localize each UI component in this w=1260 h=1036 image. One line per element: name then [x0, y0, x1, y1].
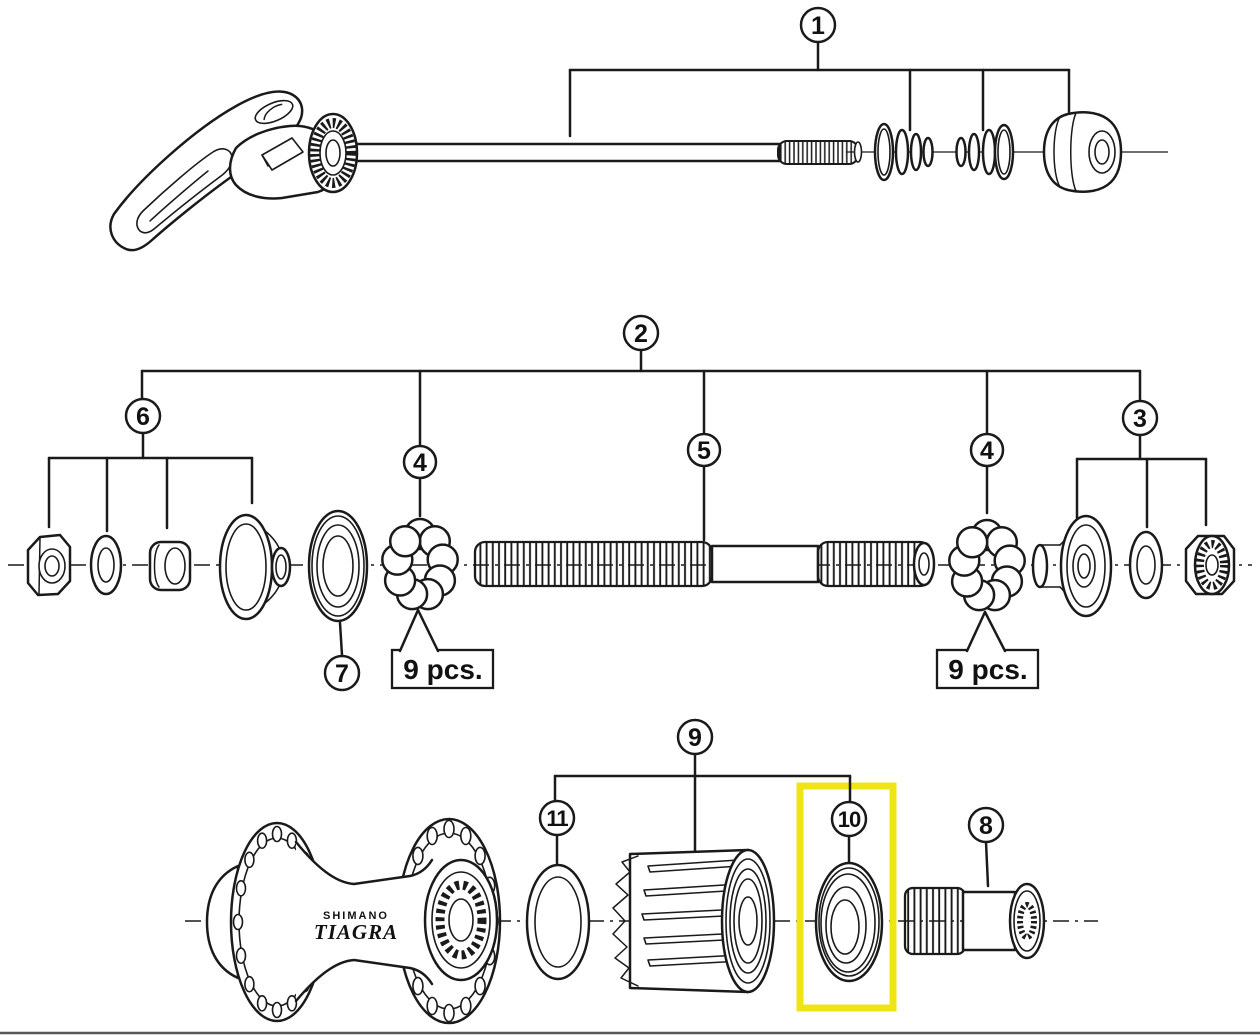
- callout-7: 7: [323, 654, 361, 692]
- svg-text:9 pcs.: 9 pcs.: [948, 654, 1027, 685]
- qr-adjusting-nut: [1042, 111, 1123, 193]
- svg-text:2: 2: [634, 320, 648, 348]
- section-axle-assembly: 9 pcs. 9 pcs. 2 6 4 5 4: [8, 314, 1252, 692]
- section-quick-release: 1: [109, 6, 1168, 252]
- quantity-label-right: 9 pcs.: [935, 610, 1040, 690]
- axle-lock-nut-left: [26, 533, 72, 597]
- qr-spring-right: [955, 123, 1015, 181]
- callout-6: 6: [124, 397, 162, 435]
- seal-ring-10: [814, 834, 884, 983]
- leader-lines: [418, 464, 989, 542]
- callout-8: 8: [967, 806, 1005, 844]
- skewer-rod: [348, 140, 863, 165]
- svg-text:3: 3: [1133, 405, 1147, 433]
- qr-spring-left: [873, 122, 934, 182]
- seal-ring-11: [525, 834, 591, 981]
- callout-2-bracket: [140, 347, 1142, 448]
- section-hub-body: SHIMANO TIAGRA: [0, 718, 1260, 1035]
- callout-5: 5: [686, 432, 722, 468]
- svg-text:11: 11: [546, 806, 568, 831]
- callout-4-right: 4: [969, 432, 1005, 468]
- svg-text:4: 4: [980, 437, 994, 465]
- callout-9-bracket: [553, 751, 852, 854]
- callout-3: 3: [1121, 399, 1159, 437]
- hub-cone-left: [218, 513, 292, 621]
- svg-text:4: 4: [413, 449, 427, 477]
- ball-retainer-right: [948, 518, 1026, 612]
- svg-text:TIAGRA: TIAGRA: [314, 920, 398, 944]
- callout-2: 2: [622, 314, 660, 352]
- svg-text:8: 8: [979, 812, 993, 840]
- hub-cone-right: [1031, 514, 1113, 618]
- svg-text:6: 6: [136, 403, 150, 431]
- callout-6-bracket: [47, 431, 254, 533]
- callout-9: 9: [676, 718, 714, 756]
- quantity-label-left: 9 pcs.: [390, 608, 495, 690]
- hub-shell: SHIMANO TIAGRA: [205, 817, 502, 1025]
- svg-text:5: 5: [697, 437, 711, 465]
- axle-5: [473, 540, 936, 588]
- callout-4-left: 4: [402, 444, 438, 480]
- cam-serrated-ring: [307, 112, 359, 194]
- callout-11: 11: [538, 799, 576, 837]
- axle-spacer: [148, 540, 192, 592]
- axle-washer-left: [89, 534, 123, 596]
- svg-text:9: 9: [688, 724, 702, 752]
- svg-text:SHIMANO: SHIMANO: [323, 910, 389, 922]
- serrated-lock-nut: [1184, 534, 1236, 596]
- axle-washer-right: [1128, 530, 1164, 600]
- svg-text:9 pcs.: 9 pcs.: [403, 654, 482, 685]
- callout-10: 10: [830, 800, 868, 838]
- ball-retainer-left: [381, 517, 459, 611]
- callout-3-bracket: [1075, 433, 1208, 529]
- highlight-box-part-10: [796, 782, 897, 1012]
- callout-1: 1: [799, 6, 837, 44]
- svg-text:1: 1: [811, 12, 825, 40]
- quick-release-lever: [109, 90, 340, 252]
- hub-brand-logo: SHIMANO TIAGRA: [314, 910, 398, 944]
- callout-1-bracket: [568, 40, 1071, 138]
- svg-text:7: 7: [335, 660, 349, 688]
- svg-text:10: 10: [838, 807, 861, 832]
- dust-seal-7: [307, 509, 369, 657]
- freehub-body: [612, 848, 776, 994]
- fixing-bolt-8: [903, 840, 1046, 960]
- hub-splined-boss: [423, 858, 499, 982]
